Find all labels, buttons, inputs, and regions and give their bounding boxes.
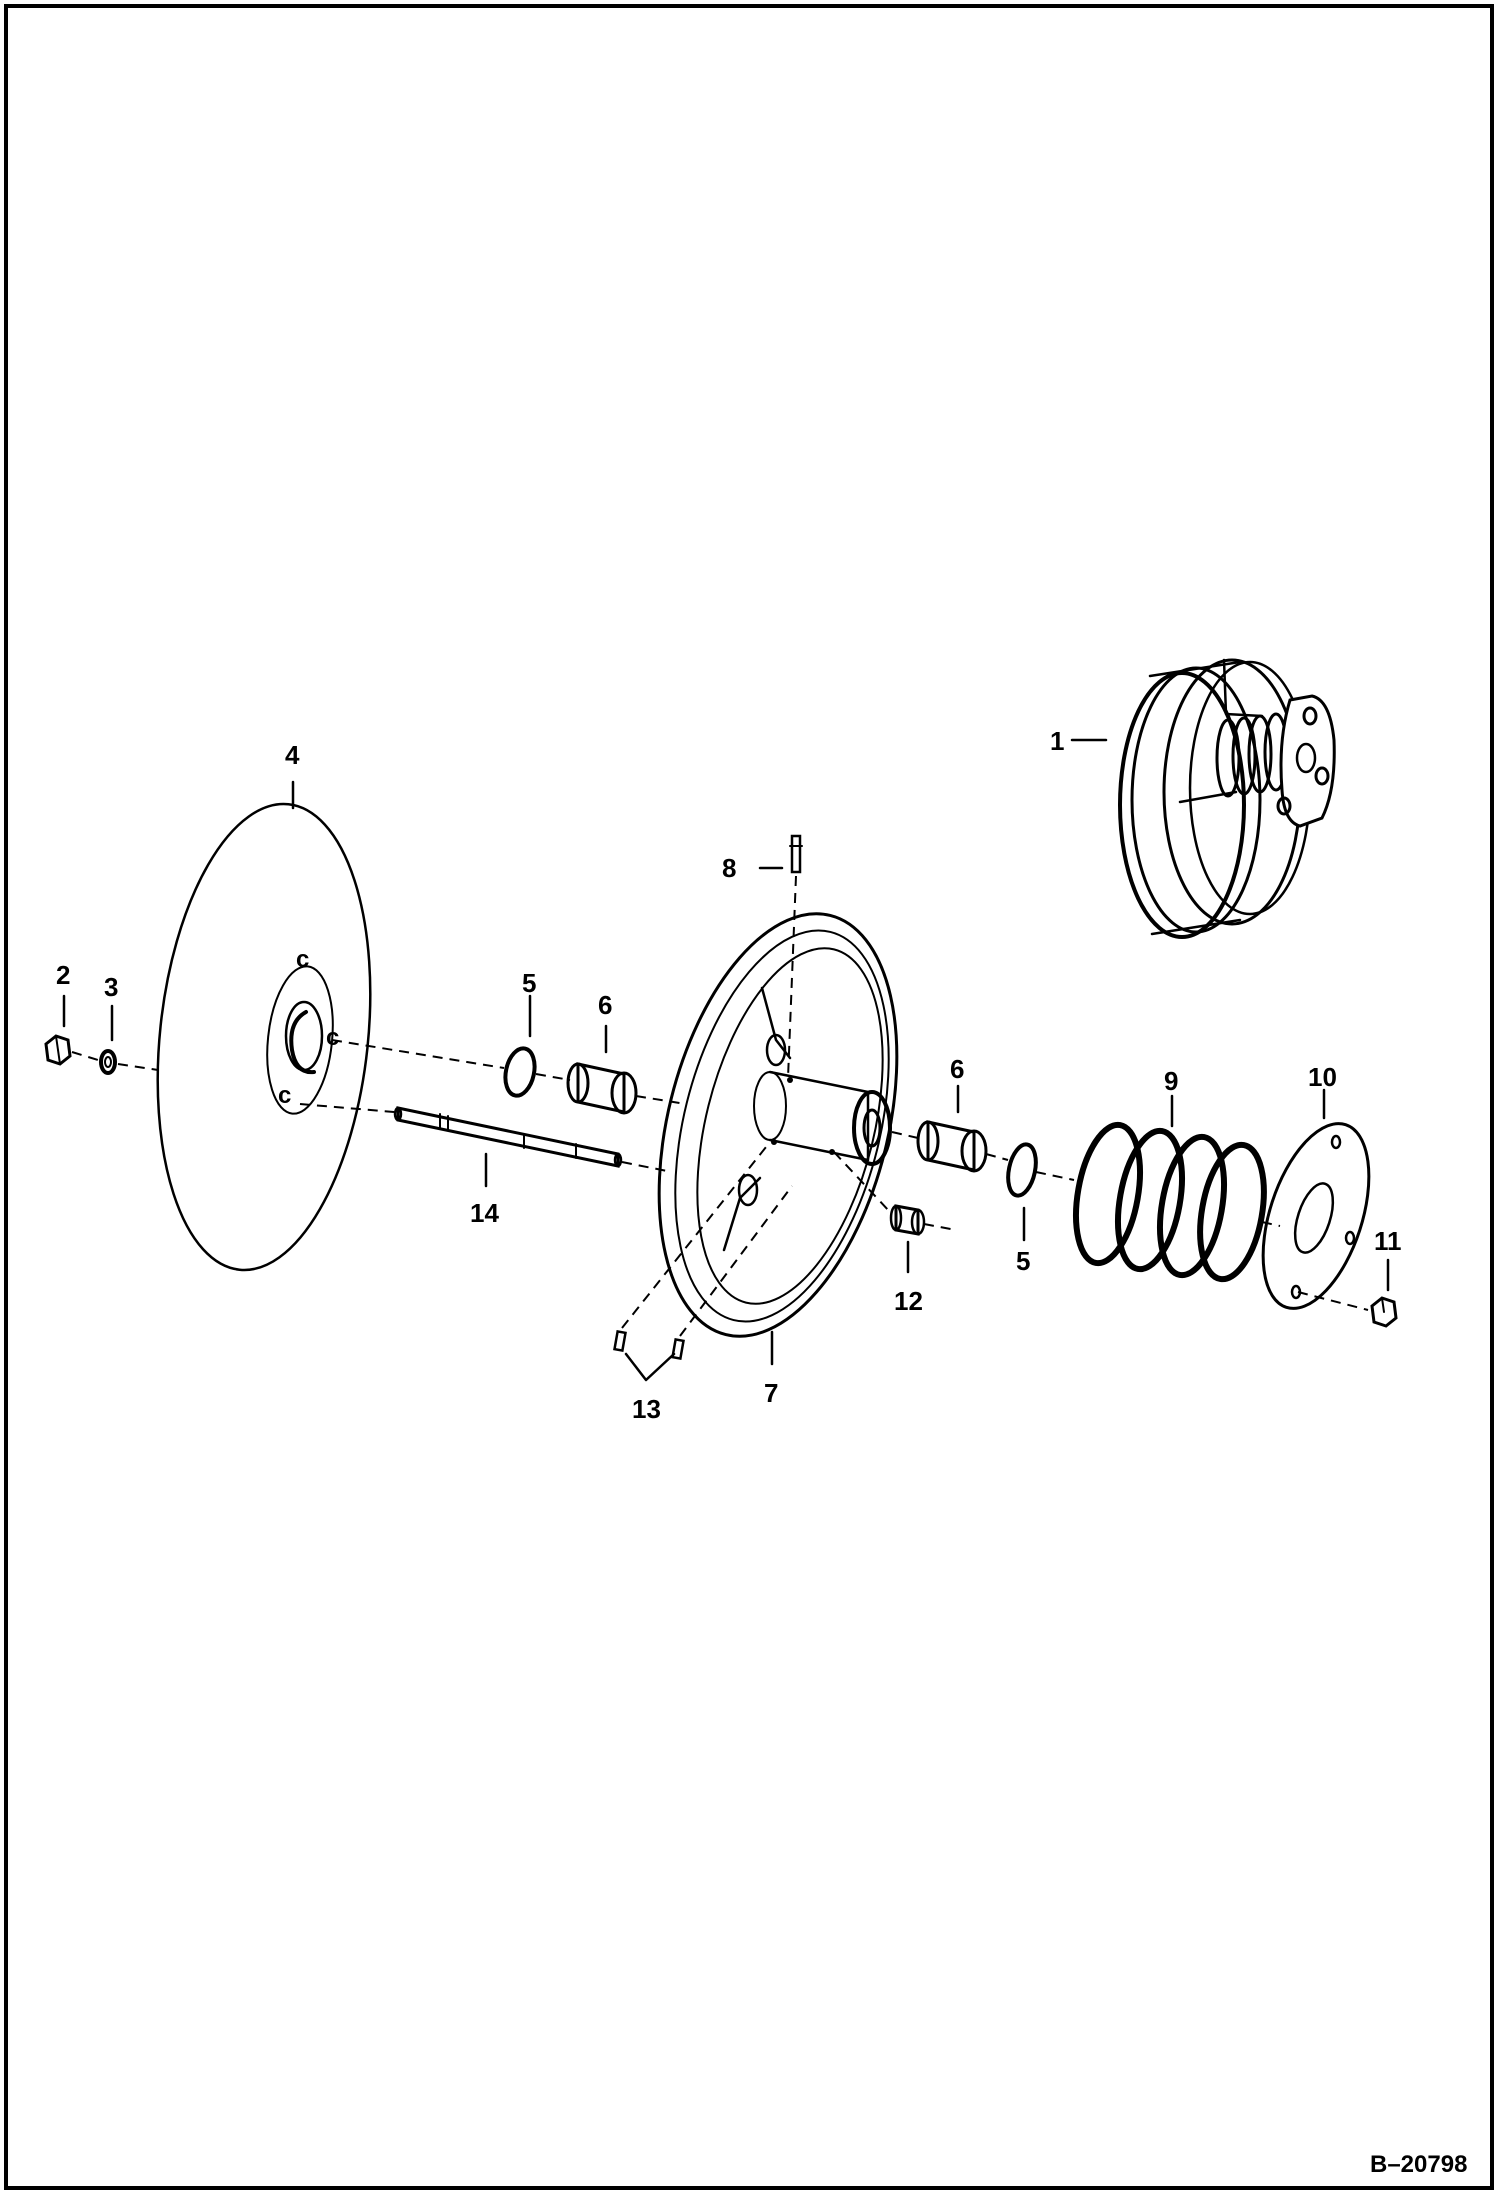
- callout-5b: 5: [1016, 1246, 1030, 1276]
- page-frame: [4, 4, 1494, 2190]
- part-7-movable-sheave: [657, 912, 899, 1338]
- part-5-o-ring-left: [503, 1046, 537, 1098]
- part-4-fixed-sheave: c c c: [156, 802, 372, 1272]
- callout-9: 9: [1164, 1066, 1178, 1096]
- callout-13: 13: [632, 1394, 661, 1424]
- callouts: 1 2 3 4 5 5 6 6 7 8 9 10 11 12 13 14: [56, 726, 1402, 1424]
- leader-lines: [62, 738, 1390, 1382]
- part-8-pin: [789, 834, 803, 874]
- callout-12: 12: [894, 1286, 923, 1316]
- part-6-bushing-left: [566, 1062, 638, 1115]
- callout-8: 8: [722, 853, 736, 883]
- callout-7: 7: [764, 1378, 778, 1408]
- part-9-spring: [1073, 1121, 1267, 1283]
- part-14-shaft: [393, 1106, 623, 1168]
- svg-text:c: c: [278, 1082, 291, 1109]
- part-2-nut: [44, 1034, 72, 1066]
- svg-text:c: c: [296, 946, 309, 973]
- part-11-nut: [1370, 1296, 1398, 1328]
- part-13-pins: [613, 1329, 685, 1361]
- callout-14: 14: [470, 1198, 499, 1228]
- part-5-o-ring-right: [1006, 1142, 1038, 1198]
- part-6-bushing-right: [916, 1120, 988, 1173]
- assembly-centerlines: [71, 875, 1369, 1337]
- callout-5a: 5: [522, 968, 536, 998]
- callout-1: 1: [1050, 726, 1064, 756]
- callout-4: 4: [285, 740, 300, 770]
- part-1-clutch-assembly: [1118, 658, 1336, 939]
- callout-2: 2: [56, 960, 70, 990]
- callout-6b: 6: [950, 1054, 964, 1084]
- callout-6a: 6: [598, 990, 612, 1020]
- part-12-small-bushing: [889, 1204, 926, 1236]
- part-3-washer: [99, 1049, 117, 1075]
- callout-10: 10: [1308, 1062, 1337, 1092]
- svg-text:c: c: [326, 1024, 339, 1051]
- figure-reference-code: B–20798: [1370, 2151, 1467, 2178]
- callout-11: 11: [1374, 1226, 1402, 1256]
- callout-3: 3: [104, 972, 118, 1002]
